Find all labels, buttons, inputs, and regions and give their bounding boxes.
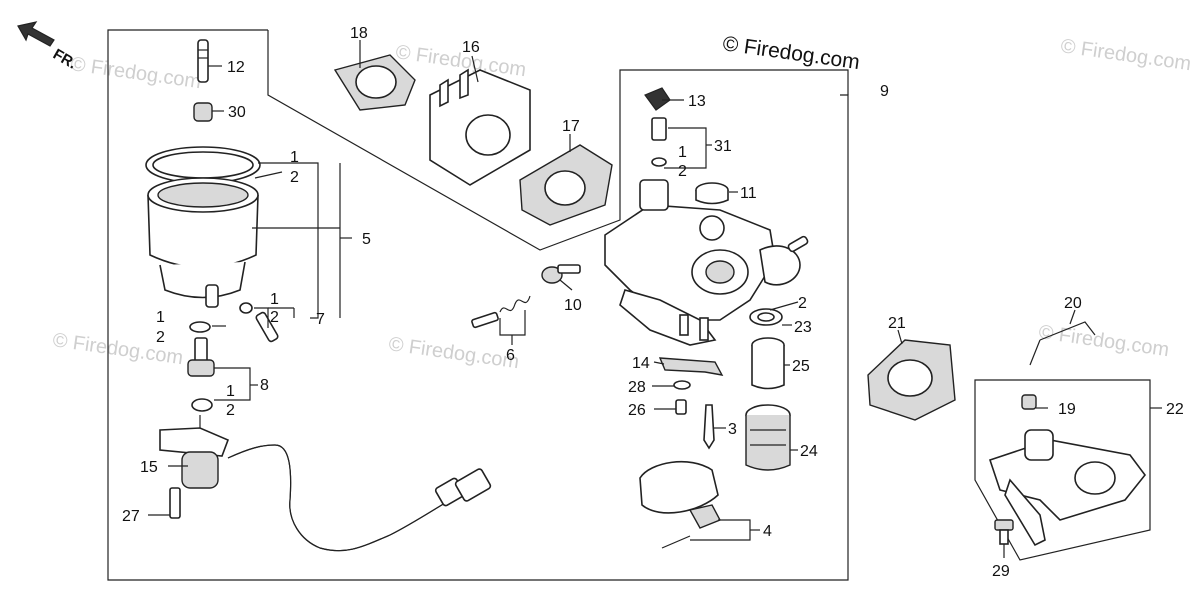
part-throttle-screw-6 (471, 295, 531, 329)
part-bowl-bolt-8 (187, 321, 215, 412)
callout-19: 19 (1058, 401, 1076, 418)
watermark-main: © Firedog.com (721, 32, 861, 74)
part-insulator-gasket-18 (333, 54, 416, 111)
callout-1: 1 (270, 291, 279, 308)
watermark-faint: © Firedog.com (387, 333, 520, 373)
callout-10: 10 (564, 297, 582, 314)
part-nut-19 (1021, 394, 1037, 410)
watermark-faint: © Firedog.com (1037, 321, 1170, 361)
callout-2: 2 (226, 402, 235, 419)
callout-21: 21 (888, 315, 906, 332)
part-washer-28 (673, 380, 691, 390)
leader-lines (148, 40, 1162, 558)
callout-20: 20 (1064, 295, 1082, 312)
part-insulator-16 (429, 68, 531, 186)
callout-1: 1 (226, 383, 235, 400)
part-screw-10 (541, 264, 581, 284)
callout-16: 16 (462, 39, 480, 56)
front-direction-marker: FR. (17, 21, 79, 73)
callout-25: 25 (792, 358, 810, 375)
callout-2: 2 (270, 309, 279, 326)
part-bolt-27 (169, 487, 181, 519)
callout-5: 5 (362, 231, 371, 248)
part-drain-screw-7 (239, 302, 279, 343)
callout-30: 30 (228, 104, 246, 121)
callout-2: 2 (290, 169, 299, 186)
callout-2: 2 (156, 329, 165, 346)
callout-6: 6 (506, 347, 515, 364)
callout-1: 1 (290, 149, 299, 166)
callout-12: 12 (227, 59, 245, 76)
callout-9: 9 (880, 83, 889, 100)
group-frames (107, 29, 1151, 581)
part-tube-fitting-12 (197, 39, 209, 83)
part-choke-rod-20 (1029, 321, 1096, 366)
part-pilot-jet-13-31 (644, 87, 671, 167)
callout-28: 28 (628, 379, 646, 396)
part-fuel-cut-solenoid-15 (159, 415, 492, 552)
callout-29: 29 (992, 563, 1010, 580)
callout-15: 15 (140, 459, 158, 476)
part-seal-23 (749, 308, 783, 326)
part-nut-30 (193, 102, 213, 122)
watermark-faint: © Firedog.com (69, 53, 202, 93)
callout-18: 18 (350, 25, 368, 42)
callout-8: 8 (260, 377, 269, 394)
watermark-faint: © Firedog.com (1059, 35, 1192, 75)
callout-11: 11 (740, 185, 757, 202)
callout-1: 1 (156, 309, 165, 326)
part-carburetor-gasket-17 (519, 144, 613, 226)
part-plate-14 (658, 357, 724, 376)
part-cap-11 (695, 182, 729, 205)
callout-22: 22 (1166, 401, 1184, 418)
callout-27: 27 (122, 508, 140, 525)
part-nozzle-25 (751, 337, 785, 390)
arrow-icon (17, 21, 55, 47)
callout-17: 17 (562, 118, 580, 135)
part-float-bowl-5 (145, 146, 261, 308)
part-screw-26 (675, 399, 687, 415)
callout-26: 26 (628, 402, 646, 419)
callout-1: 1 (678, 144, 687, 161)
part-choke-bracket-22 (988, 429, 1147, 547)
callout-7: 7 (316, 311, 325, 328)
callout-13: 13 (688, 93, 706, 110)
callout-labels: 12 30 1 2 5 1 2 7 1 2 1 2 8 15 27 18 16 … (122, 25, 1184, 580)
callout-2: 2 (678, 163, 687, 180)
part-float-4 (639, 460, 721, 549)
part-bolt-29 (994, 519, 1014, 545)
part-carburetor-body-9 (604, 179, 809, 346)
part-filter-24 (745, 404, 791, 471)
callout-31: 31 (714, 138, 732, 155)
callout-3: 3 (728, 421, 737, 438)
callout-4: 4 (763, 523, 772, 540)
callout-14: 14 (632, 355, 650, 372)
callout-2: 2 (798, 295, 807, 312)
part-float-valve-3 (703, 404, 715, 450)
part-gasket-21 (867, 339, 956, 421)
callout-24: 24 (800, 443, 818, 460)
callout-23: 23 (794, 319, 812, 336)
